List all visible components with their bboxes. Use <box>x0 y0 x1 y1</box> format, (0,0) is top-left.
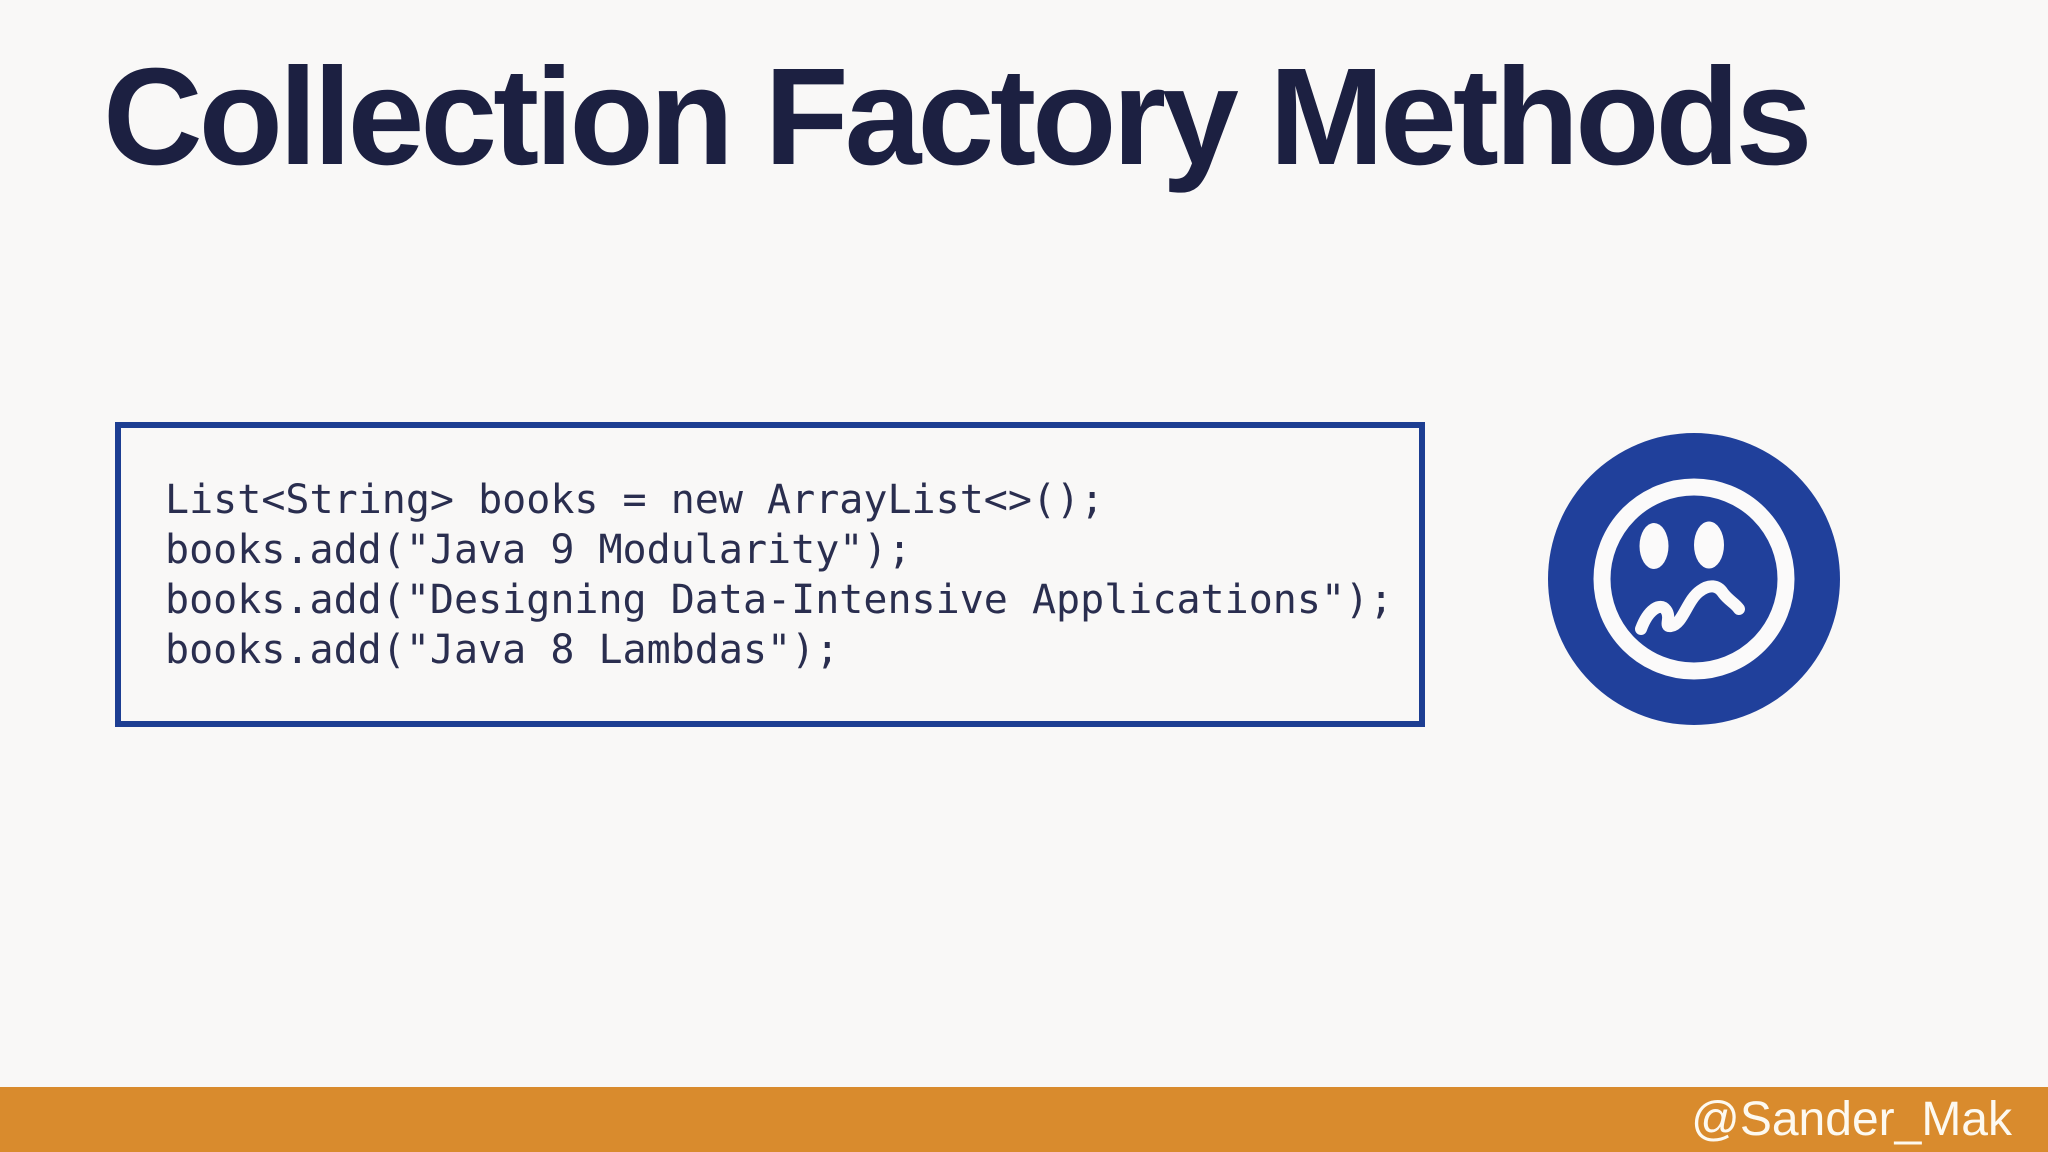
slide-title: Collection Factory Methods <box>103 40 1812 194</box>
footer-bar: @Sander_Mak <box>0 1087 2048 1152</box>
code-snippet: List<String> books = new ArrayList<>(); … <box>121 428 1419 675</box>
code-line-4: books.add("Java 8 Lambdas"); <box>165 627 840 673</box>
code-snippet-box: List<String> books = new ArrayList<>(); … <box>115 422 1425 727</box>
right-eye <box>1694 521 1724 569</box>
code-line-1: List<String> books = new ArrayList<>(); <box>165 477 1105 523</box>
code-line-2: books.add("Java 9 Modularity"); <box>165 527 912 573</box>
code-line-3: books.add("Designing Data-Intensive Appl… <box>165 577 1394 623</box>
confused-smiley-icon <box>1548 433 1840 725</box>
left-eye <box>1639 523 1669 569</box>
squiggle-mouth <box>1635 580 1745 635</box>
twitter-handle: @Sander_Mak <box>1691 1093 2012 1146</box>
